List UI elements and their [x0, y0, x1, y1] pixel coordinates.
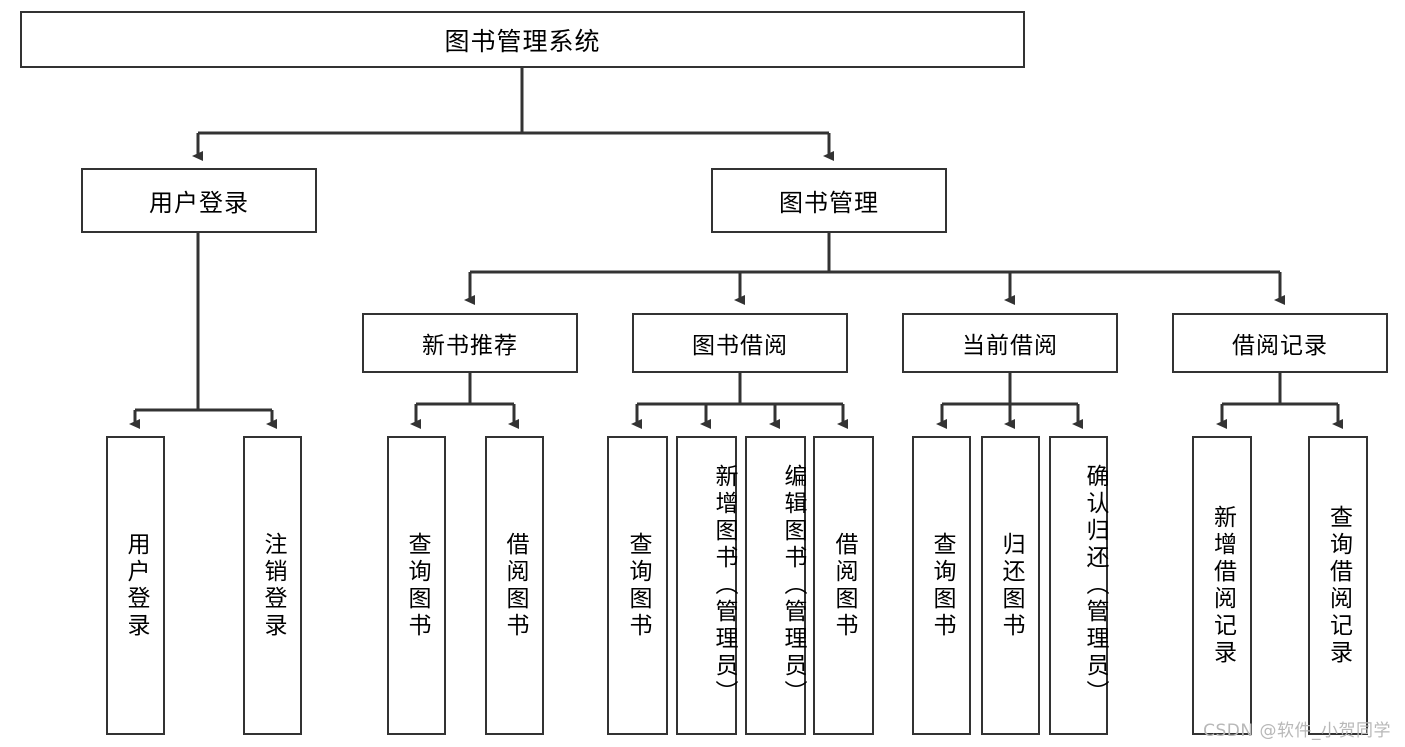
node-root-system[interactable]: 图书管理系统 — [20, 11, 1025, 68]
leaf-user-login-signin[interactable]: 用户登录 — [106, 436, 165, 735]
leaf-current-query-book[interactable]: 查询图书 — [912, 436, 971, 735]
node-current-borrow[interactable]: 当前借阅 — [902, 313, 1118, 373]
node-book-borrow[interactable]: 图书借阅 — [632, 313, 848, 373]
leaf-recommend-borrow-book[interactable]: 借阅图书 — [485, 436, 544, 735]
leaf-current-confirm-return-admin[interactable]: 确认归还（管理员） — [1049, 436, 1108, 735]
leaf-borrow-query-book[interactable]: 查询图书 — [607, 436, 668, 735]
leaf-borrow-add-book-admin[interactable]: 新增图书（管理员） — [676, 436, 737, 735]
leaf-record-query-record[interactable]: 查询借阅记录 — [1308, 436, 1368, 735]
leaf-borrow-edit-book-admin[interactable]: 编辑图书（管理员） — [745, 436, 806, 735]
leaf-user-login-signout[interactable]: 注销登录 — [243, 436, 302, 735]
node-user-login[interactable]: 用户登录 — [81, 168, 317, 233]
leaf-borrow-borrow-book[interactable]: 借阅图书 — [813, 436, 874, 735]
node-borrow-record[interactable]: 借阅记录 — [1172, 313, 1388, 373]
node-new-book-recommend[interactable]: 新书推荐 — [362, 313, 578, 373]
leaf-current-return-book[interactable]: 归还图书 — [981, 436, 1040, 735]
csdn-watermark: CSDN @软件_小贺同学 — [1203, 721, 1391, 741]
leaf-record-add-record[interactable]: 新增借阅记录 — [1192, 436, 1252, 735]
leaf-recommend-query-book[interactable]: 查询图书 — [387, 436, 446, 735]
node-book-management[interactable]: 图书管理 — [711, 168, 947, 233]
